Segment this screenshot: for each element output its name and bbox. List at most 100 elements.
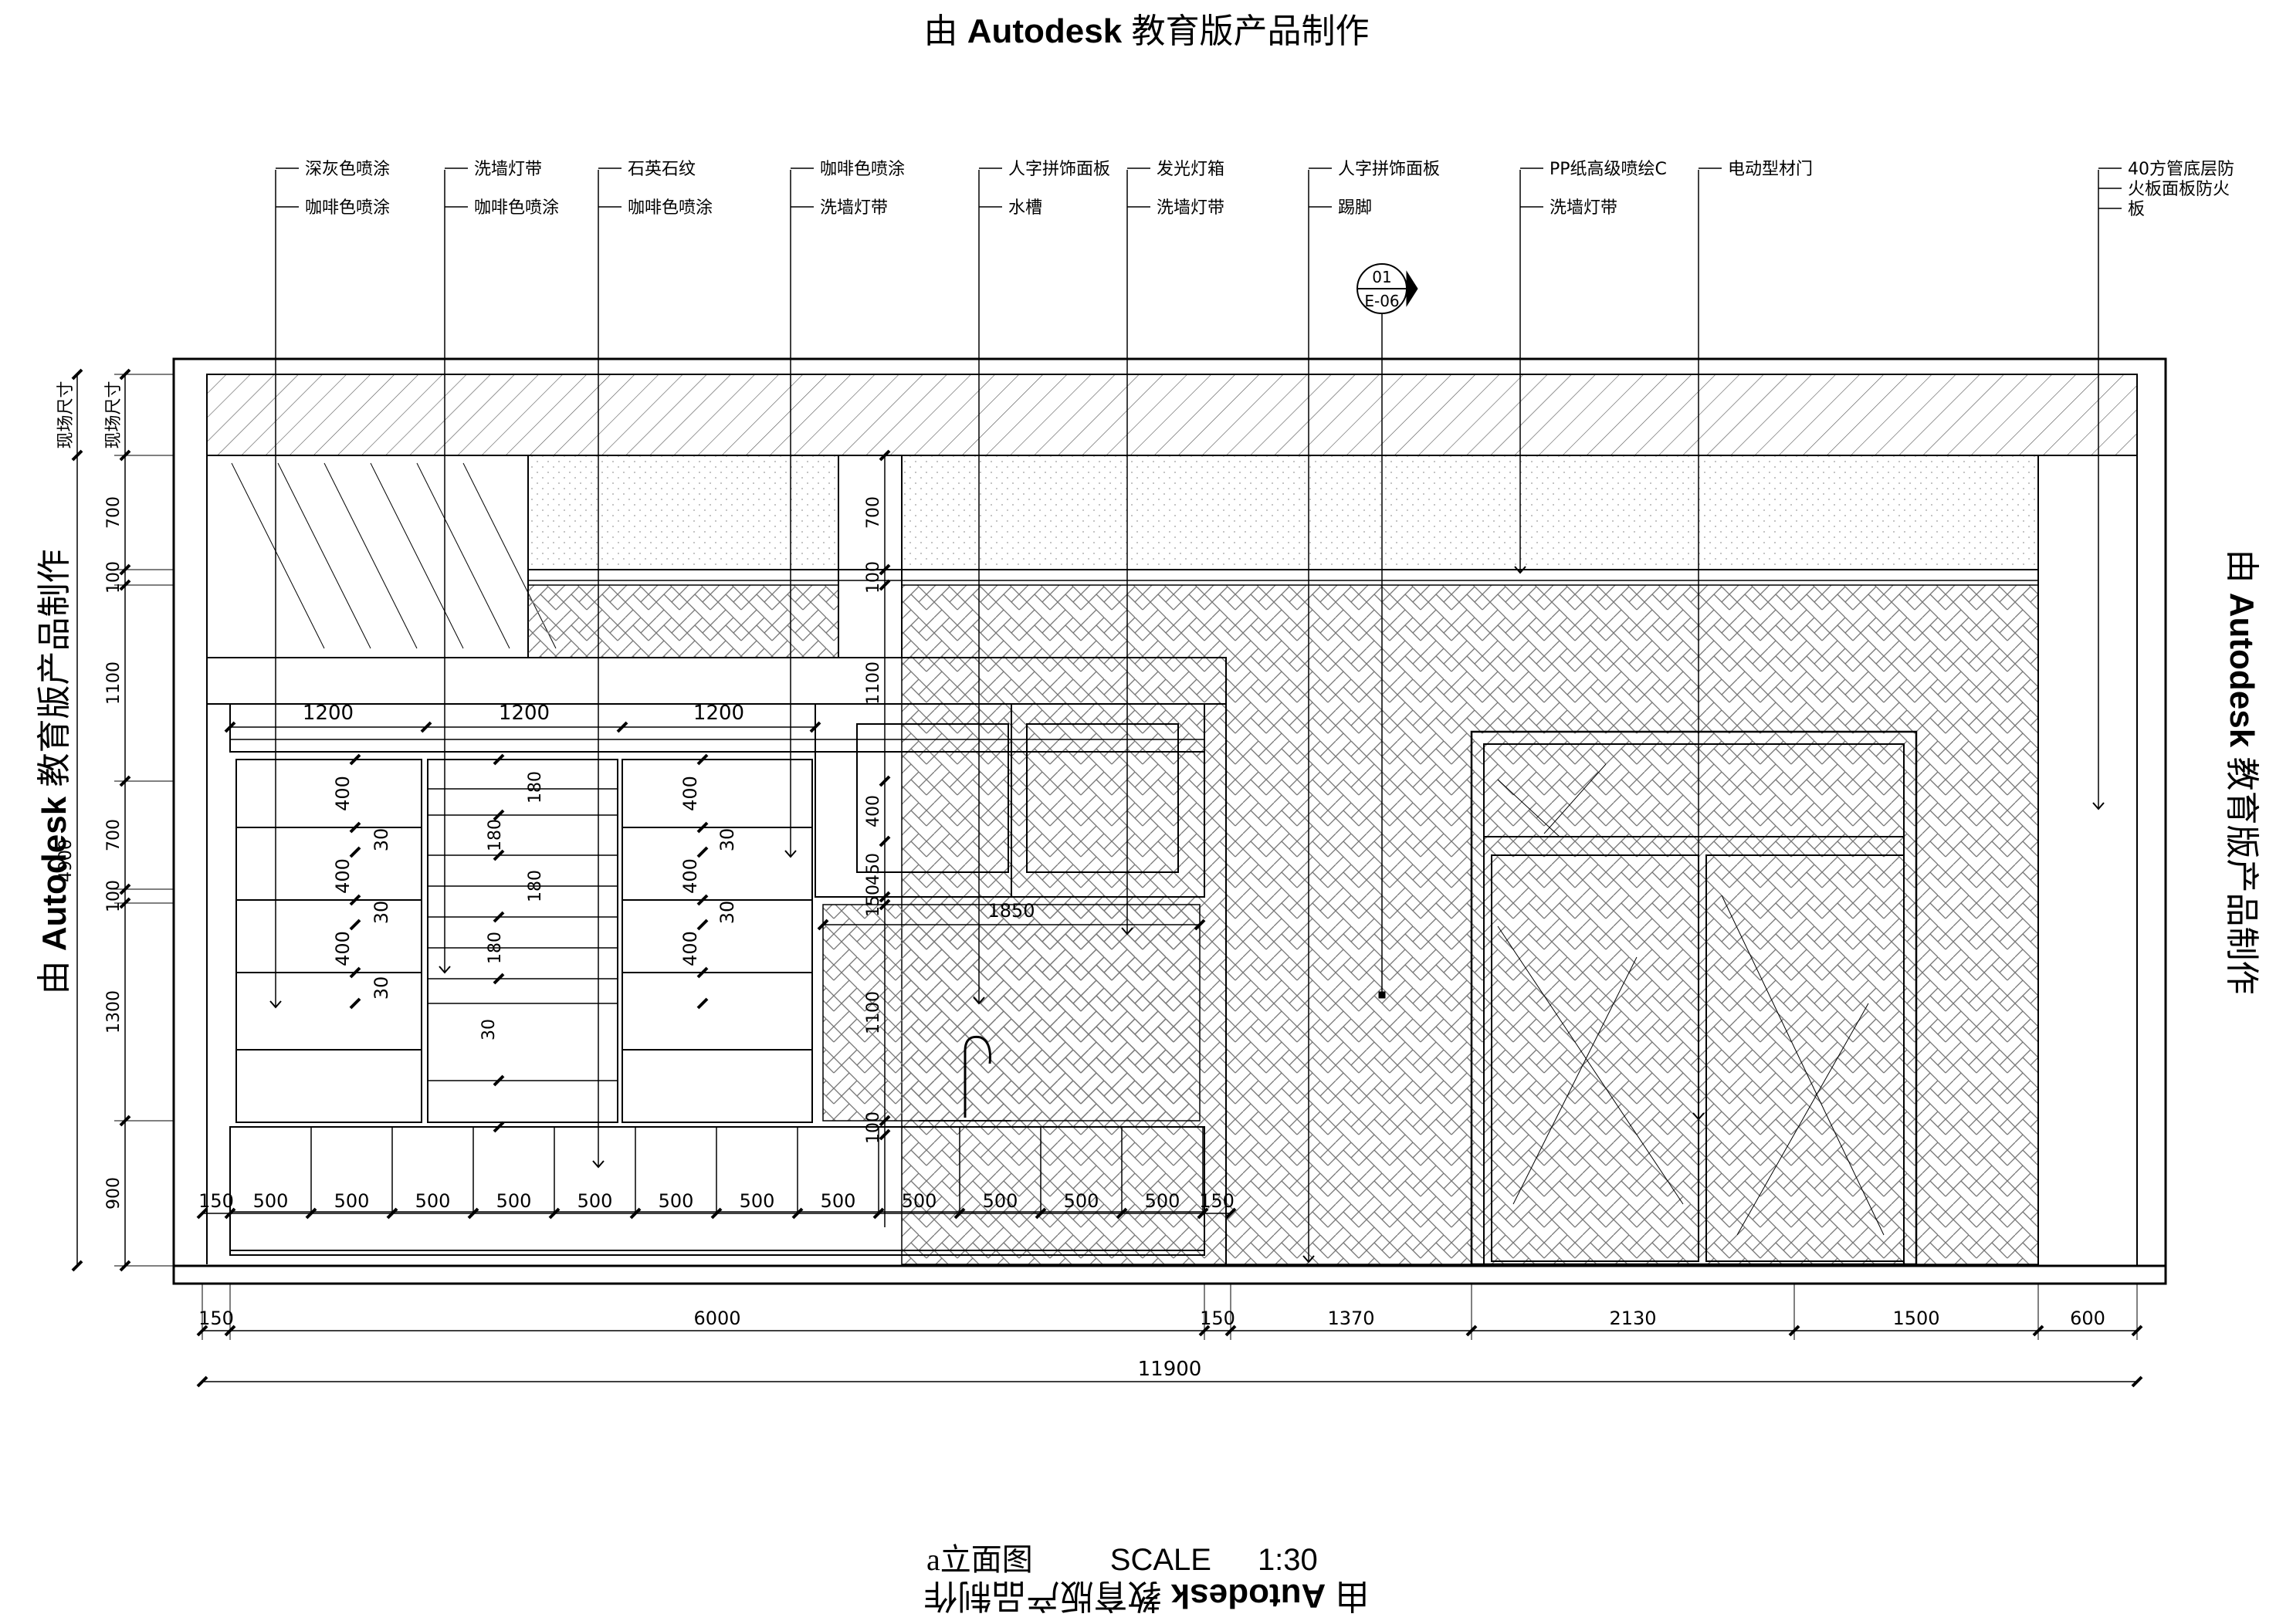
mirror-hatch [370,462,464,649]
elevation-frame [172,357,2167,1285]
shelf-left [235,759,422,1123]
dimension-tick [349,753,361,766]
dimension-left-inner: 100 [104,880,124,912]
dimension-tick [696,966,709,979]
dimension-tick [710,1207,723,1220]
dimension-tick [1224,1207,1237,1220]
dimension-tick [305,1207,317,1220]
dimension-tick [493,849,505,861]
dimension-base: 150 [198,1190,234,1212]
dimension-tick [349,894,361,906]
dimension-base: 500 [659,1190,694,1212]
dimension-tick [879,775,891,787]
callout-text: 40方管底层防 [2128,160,2234,179]
glass-hatch [1543,763,1607,834]
dimension-tick [879,891,891,903]
dimension-bottom: 1500 [1892,1308,1939,1329]
glass-hatch [1512,956,1638,1205]
cabinet-door [856,723,1009,873]
dimension-tick [467,1207,479,1220]
callout-text: 洗墙灯带 [1157,198,1224,218]
mirror-panel [206,455,529,658]
dimension-base: 500 [821,1190,856,1212]
leader-arrow [2092,802,2105,810]
dimension-left-inner: 现场尺寸 [104,381,124,448]
dimension-tick [420,721,432,733]
dimension-left-inner: 1300 [104,990,124,1034]
dimension-bottom: 1370 [1327,1308,1374,1329]
dimension-mid: 1100 [864,991,883,1034]
dimension-shelf-height: 400 [332,776,354,811]
dimension-tick [493,809,505,821]
dimension-tick [349,966,361,979]
dimension-tick [879,1115,891,1127]
dimension-tick [696,894,709,906]
scale-label: SCALE [1109,1543,1211,1577]
dimension-tick [1194,919,1206,931]
dimension-base: 150 [1199,1190,1235,1212]
dimension-tick [2131,1375,2143,1388]
watermark-top: 由 Autodesk 教育版产品制作 [923,12,1370,50]
drawing-name: a立面图 [926,1542,1033,1577]
dimension-tick [872,1207,885,1220]
dimension-tick [196,1375,208,1388]
callout-text: 人字拼饰面板 [1008,160,1110,179]
scale-value: 1:30 [1257,1543,1318,1577]
callout-text: 石英石纹 [628,160,696,179]
dimension-left-inner: 700 [104,819,124,851]
door-frame [1470,730,1918,1266]
dimension-tick [879,449,891,462]
section-marker-arrow [1406,270,1418,307]
dimension-shelf-height: 180 [526,771,545,804]
callout-text: 电动型材门 [1728,160,1813,179]
mirror-hatch [323,462,418,649]
dimension-shelf-height: 30 [371,901,392,925]
dimension-bottom: 150 [198,1308,234,1329]
dimension-shelf-height: 180 [526,870,545,902]
mirror-hatch [277,462,371,649]
dimension-shelf-height: 180 [486,932,505,964]
cabinet-door [1026,723,1179,873]
dimension-shelf-height: 400 [679,776,701,811]
pilaster [838,455,903,658]
dimension-shelf-width: 1200 [499,702,550,725]
dimension-tick [196,1207,208,1220]
glass-hatch [1497,779,1560,837]
dimension-tick [71,449,83,462]
leader-arrow [1302,1255,1315,1264]
dimension-tick [224,1207,236,1220]
glass-hatch [1721,895,1885,1236]
dimension-mid: 100 [864,561,883,594]
dimension-tick [1116,1207,1128,1220]
callout-text: 咖啡色喷涂 [474,198,559,218]
dimension-tick [493,1074,505,1087]
callout-text: 水槽 [1008,198,1042,218]
door-leaf-right [1705,854,1905,1262]
dimension-shelf-height: 30 [371,828,392,852]
callout-text: 发光灯箱 [1157,160,1224,179]
dimension-base: 500 [577,1190,613,1212]
dimension-base: 500 [902,1190,937,1212]
dimension-tick [493,753,505,766]
dimension-shelf-height: 400 [679,931,701,966]
dimension-tick [1035,1207,1047,1220]
callout-text: PP纸高级喷绘C [1550,160,1667,179]
dimension-base: 500 [496,1190,532,1212]
section-marker-bottom: E-06 [1364,292,1399,310]
dimension-tick [493,911,505,923]
dimension-tick [791,1207,804,1220]
dimension-bottom: 2130 [1609,1308,1656,1329]
dimension-left-inner: 1100 [104,661,124,705]
backsplash [822,904,1201,1122]
callout-text: 人字拼饰面板 [1338,160,1440,179]
dimension-tick [879,563,891,576]
dimension-tick [386,1207,398,1220]
glass-hatch [1736,1003,1869,1236]
leader-arrow [1692,1112,1705,1121]
dimension-base: 500 [740,1190,775,1212]
dimension-shelf-height: 30 [716,828,738,852]
ceiling-band [206,374,2138,456]
dimension-tick [349,997,361,1010]
upper-wall-right [901,455,2039,570]
